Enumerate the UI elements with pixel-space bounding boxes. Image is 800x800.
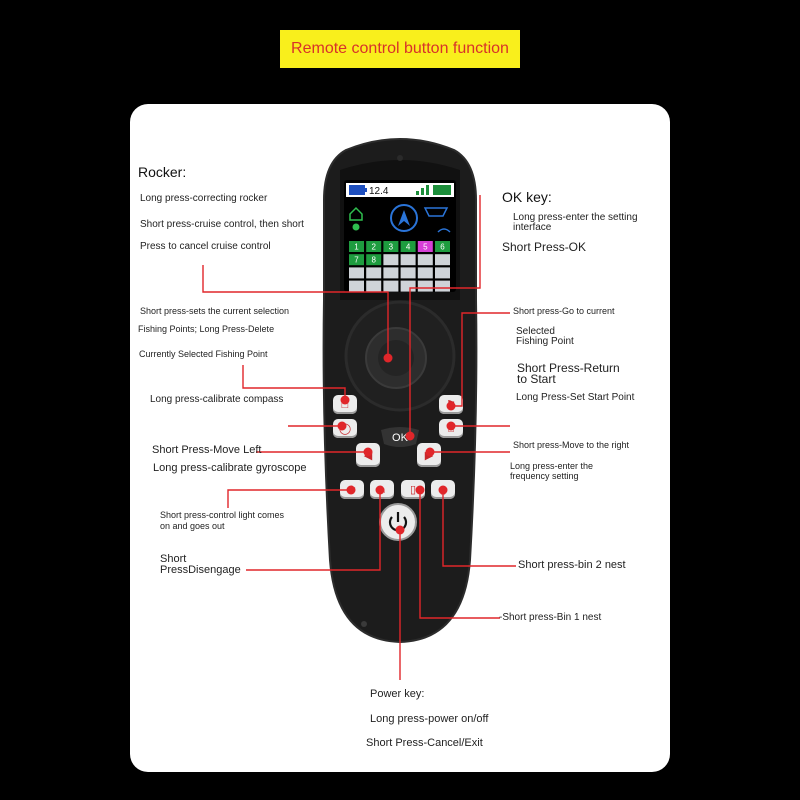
bin-2-button[interactable]: ▯ bbox=[431, 480, 455, 499]
light-label-1: Short press-control light comes bbox=[160, 510, 285, 520]
frequency-label-2: frequency setting bbox=[510, 471, 579, 481]
disengage-label-2: PressDisengage bbox=[160, 564, 241, 576]
fishing-point-button[interactable]: □ bbox=[333, 395, 357, 414]
grid-cell bbox=[366, 241, 382, 252]
power-long-press: Long press-power on/off bbox=[370, 713, 489, 725]
bin-2-label: Short press-bin 2 nest bbox=[518, 559, 626, 571]
grid-cell bbox=[417, 280, 433, 292]
home-button[interactable]: ⌂ bbox=[439, 419, 463, 438]
grid-cell bbox=[383, 267, 399, 279]
go-label-1: Short press-Go to current bbox=[513, 306, 615, 316]
disengage-label-1: Short bbox=[160, 553, 187, 565]
ok-short-press: Short Press-OK bbox=[502, 240, 587, 254]
set-start-label: Long Press-Set Start Point bbox=[516, 392, 635, 403]
start-point-button[interactable]: ⚑ bbox=[439, 395, 463, 414]
grid-cell bbox=[349, 241, 364, 252]
return-label-1: Short Press-Return bbox=[517, 361, 620, 375]
bin-2-icon: ▯ bbox=[439, 484, 447, 496]
go-label-3: Fishing Point bbox=[516, 336, 574, 347]
grid-cell-label: 8 bbox=[371, 256, 376, 265]
bin-1-button[interactable]: ▯ bbox=[401, 480, 425, 499]
grid-cell bbox=[349, 254, 364, 266]
fishing-point-short: Short press-sets the current selection bbox=[140, 306, 290, 316]
grid-cell bbox=[366, 254, 382, 266]
disengage-button[interactable]: ∩ bbox=[370, 480, 394, 499]
ok-long-press: Long press-enter the setting bbox=[513, 212, 638, 223]
signal-icon bbox=[416, 185, 429, 195]
move-right-button[interactable]: ▶ bbox=[417, 443, 441, 467]
right-arrow-icon: ▶ bbox=[424, 449, 434, 462]
grid-cell bbox=[383, 241, 399, 252]
ok-button[interactable]: OK bbox=[381, 427, 419, 447]
grid-cell-label: 7 bbox=[354, 256, 359, 265]
grid-cell bbox=[435, 280, 450, 292]
fishing-point-long: Fishing Points; Long Press-Delete bbox=[138, 324, 275, 334]
power-key-title: Power key: bbox=[370, 688, 425, 700]
grid-cell bbox=[400, 241, 416, 252]
ok-long-press-2: interface bbox=[513, 222, 552, 233]
grid-cell bbox=[383, 254, 399, 266]
grid-cell bbox=[417, 267, 433, 279]
left-arrow-icon: ◀ bbox=[363, 449, 373, 462]
grid-cell bbox=[435, 267, 450, 279]
grid-cell bbox=[349, 280, 364, 292]
gps-pin-icon bbox=[352, 223, 360, 231]
grid-cell bbox=[349, 267, 364, 279]
grid-cell bbox=[400, 267, 416, 279]
grid-cell-label: 3 bbox=[389, 243, 394, 252]
grid-cell bbox=[435, 254, 450, 266]
home-icon bbox=[349, 206, 363, 221]
grid-cell bbox=[383, 280, 399, 292]
rocker-long-press: Long press-correcting rocker bbox=[140, 193, 268, 204]
move-left-label: Short Press-Move Left bbox=[152, 444, 262, 456]
fishing-point-icon: □ bbox=[341, 398, 349, 411]
grid-cell-label: 4 bbox=[406, 243, 411, 252]
grid-cell bbox=[400, 280, 416, 292]
grid-cell bbox=[417, 254, 433, 266]
status-value: 12.4 bbox=[369, 186, 389, 197]
grid-cell-label: 1 bbox=[354, 243, 359, 252]
rocker-title: Rocker: bbox=[138, 164, 187, 180]
title-banner: Remote control button function bbox=[280, 30, 520, 68]
start-point-icon: ⚑ bbox=[446, 399, 456, 411]
grid-cell bbox=[400, 254, 416, 266]
home-icon: ⌂ bbox=[447, 422, 455, 435]
go-label-2: Selected bbox=[516, 326, 555, 337]
banner-title: Remote control button function bbox=[291, 40, 509, 57]
rocker-short-press: Short press-cruise control, then short bbox=[140, 219, 304, 230]
bin-1-label: -Short press-Bin 1 nest bbox=[499, 612, 602, 623]
grid-cell-label: 6 bbox=[440, 243, 445, 252]
grid-cell bbox=[366, 280, 382, 292]
compass-label: Long press-calibrate compass bbox=[150, 394, 284, 405]
battery-icon bbox=[349, 185, 367, 195]
move-right-label: Short press-Move to the right bbox=[513, 440, 630, 450]
light-icon: ✶ bbox=[347, 484, 357, 496]
gyroscope-label: Long press-calibrate gyroscope bbox=[153, 462, 307, 474]
fishing-point-current: Currently Selected Fishing Point bbox=[139, 349, 268, 359]
power-short-press: Short Press-Cancel/Exit bbox=[366, 737, 483, 749]
ok-key-title: OK key: bbox=[502, 189, 552, 205]
grid-cell bbox=[366, 267, 382, 279]
light-button[interactable]: ✶ bbox=[340, 480, 364, 499]
grid-cell-label: 5 bbox=[423, 243, 428, 252]
disengage-icon: ∩ bbox=[378, 483, 386, 496]
calibrate-compass-icon: ◯ bbox=[338, 423, 352, 435]
move-left-button[interactable]: ◀ bbox=[356, 443, 380, 467]
ok-label: OK bbox=[392, 432, 409, 444]
light-label-2: on and goes out bbox=[160, 521, 225, 531]
bin-1-icon: ▯ bbox=[409, 484, 417, 496]
return-label-2: to Start bbox=[517, 372, 556, 386]
frequency-label-1: Long press-enter the bbox=[510, 461, 594, 471]
rocker-cancel: Press to cancel cruise control bbox=[140, 241, 271, 252]
calibrate-compass-button[interactable]: ◯ bbox=[333, 419, 357, 438]
grid-cell-label: 2 bbox=[371, 243, 376, 252]
